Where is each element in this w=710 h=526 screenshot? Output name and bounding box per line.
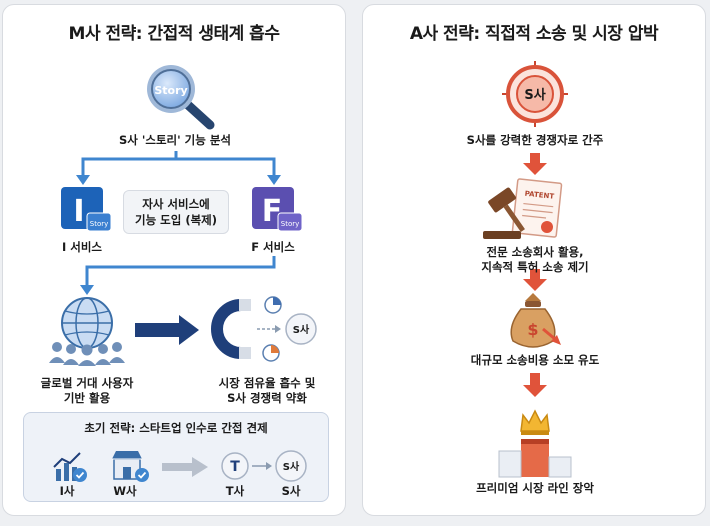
- i-service-badge: Story: [90, 220, 109, 228]
- gray-arrow-icon: [162, 457, 208, 477]
- early-i-label: I사: [59, 484, 75, 498]
- i-service-letter: I: [73, 194, 84, 229]
- podium-crown-icon: [498, 409, 572, 478]
- global-label-line1: 글로벌 거대 사용자: [40, 376, 134, 390]
- premium-label: 프리미엄 시장 라인 장악: [476, 481, 594, 495]
- magnifier-text: Story: [154, 84, 187, 97]
- money-bag-icon: $: [510, 293, 561, 348]
- growth-chart-icon: [53, 452, 87, 482]
- f-service-badge: Story: [281, 220, 300, 228]
- i-service-label: I 서비스: [61, 240, 103, 254]
- global-label: 글로벌 거대 사용자 기반 활용: [17, 376, 157, 406]
- lawsuit-label-line1: 전문 소송회사 활용,: [486, 245, 584, 259]
- lawsuit-label-line2: 지속적 특허 소송 제기: [481, 260, 589, 274]
- share-label-line1: 시장 점유율 흡수 및: [218, 376, 316, 390]
- early-w-label: W사: [113, 484, 137, 498]
- magnet-target-text: S사: [293, 323, 310, 336]
- early-s-circle: S사: [283, 460, 300, 473]
- small-arrow-icon: [252, 462, 272, 470]
- target-icon: S사: [502, 61, 568, 127]
- s-company-icon: S사: [275, 450, 307, 482]
- early-strategy-title: 초기 전략: 스타트업 인수로 간접 견제: [84, 421, 268, 435]
- svg-text:$: $: [527, 320, 538, 339]
- competitor-label: S사를 강력한 경쟁자로 간주: [466, 133, 604, 147]
- red-arrows: [523, 153, 547, 397]
- magnet-icon: S사: [211, 296, 317, 362]
- duplicate-line1: 자사 서비스에: [142, 197, 210, 211]
- early-s-label: S사: [281, 484, 301, 498]
- duplicate-feature-box: 자사 서비스에 기능 도입 (복제): [123, 190, 229, 234]
- f-service-icon: F Story: [252, 187, 303, 232]
- early-t-label: T사: [225, 484, 245, 498]
- early-t-letter: T: [230, 459, 240, 475]
- f-service-label: F 서비스: [251, 240, 295, 254]
- t-company-icon: T: [221, 452, 249, 480]
- analysis-label: S사 '스토리' 기능 분석: [119, 133, 231, 147]
- global-label-line2: 기반 활용: [63, 391, 111, 405]
- cost-label: 대규모 소송비용 소모 유도: [470, 353, 600, 367]
- flow-arrows: [76, 151, 281, 345]
- early-strategy-box: 초기 전략: 스타트업 인수로 간접 견제 I사 W사 T T사: [23, 412, 329, 502]
- a-strategy-title: A사 전략: 직접적 소송 및 시장 압박: [409, 24, 659, 44]
- shop-icon: [112, 451, 149, 482]
- target-text: S사: [524, 87, 545, 103]
- f-service-letter: F: [262, 194, 283, 229]
- m-strategy-panel: M사 전략: 간접적 생태계 흡수 Story S사 '스토리' 기능 분석 I…: [2, 4, 346, 516]
- share-label: 시장 점유율 흡수 및 S사 경쟁력 약화: [197, 376, 337, 406]
- lawsuit-label: 전문 소송회사 활용, 지속적 특허 소송 제기: [425, 245, 645, 275]
- i-service-icon: I Story: [61, 187, 112, 232]
- share-label-line2: S사 경쟁력 약화: [227, 391, 307, 405]
- a-strategy-panel: A사 전략: 직접적 소송 및 시장 압박 S사 S사를 강력한 경쟁자로 간주…: [362, 4, 706, 516]
- m-strategy-title: M사 전략: 간접적 생태계 흡수: [68, 24, 280, 44]
- patent-text: PATENT: [524, 190, 554, 201]
- gavel-patent-icon: PATENT: [483, 178, 563, 239]
- magnifier-icon: Story: [147, 65, 215, 130]
- globe-users-icon: [49, 297, 125, 366]
- duplicate-line2: 기능 도입 (복제): [135, 213, 217, 227]
